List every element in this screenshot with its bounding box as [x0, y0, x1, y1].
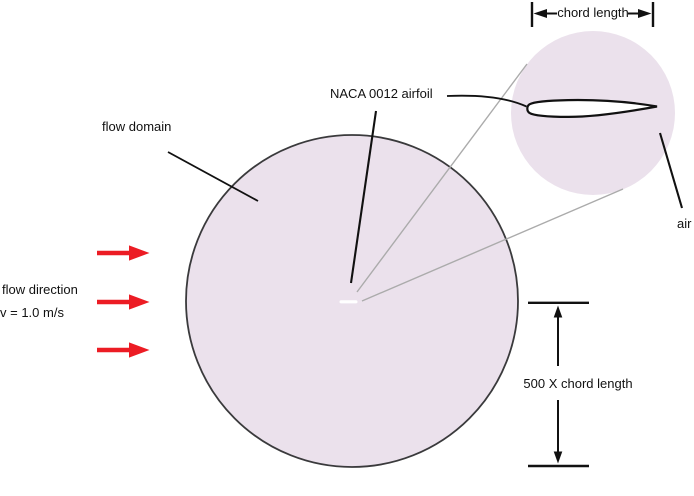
radius-dim-down-arrow-icon [553, 451, 563, 464]
flow-arrows [97, 245, 150, 358]
chord-length-dimension [530, 2, 655, 27]
airfoil-leader-line-zoom [446, 94, 527, 108]
air-leader-line [658, 132, 684, 209]
air-label: air [677, 216, 692, 231]
flow-velocity-label: v = 1.0 m/s [0, 305, 64, 320]
flow-domain-leader-line [167, 151, 259, 202]
flow-arrow-icon [97, 342, 150, 358]
naca-airfoil-label: NACA 0012 airfoil [330, 86, 433, 101]
magnifier-cone-line-upper [356, 63, 528, 293]
chord-dim-left-arrow-icon [533, 9, 547, 18]
flow-domain-label: flow domain [102, 119, 172, 134]
flow-arrow-icon [97, 294, 150, 310]
radius-dim-up-arrow-icon [553, 305, 563, 318]
domain-radius-dimension [528, 301, 589, 468]
airfoil-at-scale-mark [339, 300, 358, 304]
airfoil-leader-line-center [349, 110, 378, 284]
flow-arrow-icon [97, 245, 150, 261]
chord-length-label: chord length [557, 5, 629, 20]
magnifier-cone-line-lower [361, 188, 624, 302]
naca-0012-airfoil-shape [526, 98, 658, 119]
flow-direction-label: flow direction [2, 282, 78, 297]
chord-dim-right-arrow-icon [638, 9, 652, 18]
domain-radius-label: 500 X chord length [523, 376, 633, 391]
